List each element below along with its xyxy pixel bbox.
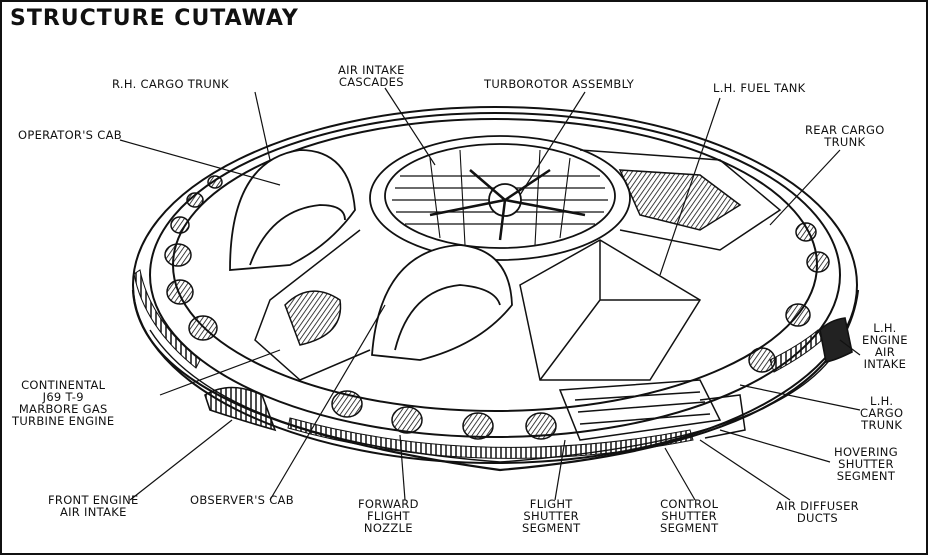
label-lh-fuel-tank: L.H. FUEL TANK [713,81,806,95]
label-control-shutter-segment: CONTROL SHUTTER SEGMENT [660,497,719,535]
label-observers-cab: OBSERVER'S CAB [190,493,294,507]
air-intakes [204,317,853,432]
rim-portholes [164,175,830,440]
label-turborotor-assembly: TURBOROTOR ASSEMBLY [484,77,635,91]
label-air-diffuser-ducts: AIR DIFFUSER DUCTS [776,499,859,525]
diagram-title: STRUCTURE CUTAWAY [10,6,299,31]
label-operators-cab: OPERATOR'S CAB [18,128,122,142]
label-continental-engine: CONTINENTAL J69 T-9 MARBORE GAS TURBINE … [12,378,115,428]
label-front-engine-air-intake: FRONT ENGINE AIR INTAKE [48,493,139,519]
label-flight-shutter-segment: FLIGHT SHUTTER SEGMENT [522,497,581,535]
label-rear-cargo-trunk: REAR CARGO TRUNK [805,123,885,149]
label-forward-flight-nozzle: FORWARD FLIGHT NOZZLE [358,497,419,535]
label-lh-cargo-trunk: L.H. CARGO TRUNK [860,394,904,432]
turborotor [369,135,631,261]
label-hovering-shutter-segment: HOVERING SHUTTER SEGMENT [834,445,898,483]
label-air-intake-cascades: AIR INTAKE CASCADES [338,63,405,89]
label-lh-engine-air-intake: L.H. ENGINE AIR INTAKE [862,321,908,371]
internal-structure [254,149,782,441]
label-rh-cargo-trunk: R.H. CARGO TRUNK [112,77,229,91]
leader-lines [119,87,861,501]
rim-vent-band [287,417,694,459]
